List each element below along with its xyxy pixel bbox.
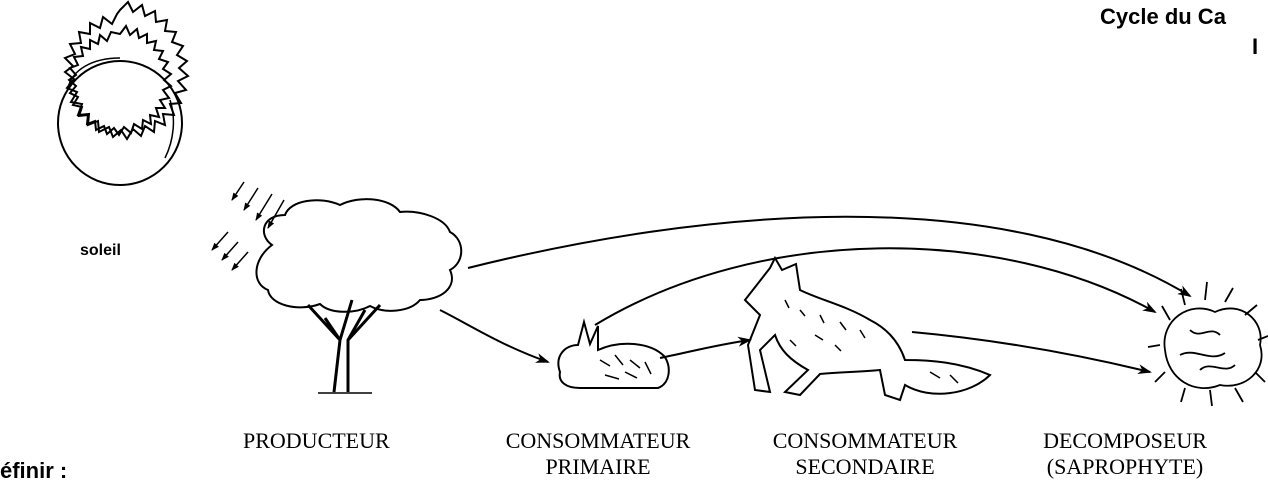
page-title: Cycle du Ca <box>1100 4 1226 29</box>
arrow-primary-to-decomposer <box>594 247 1157 326</box>
energy-flow-arrows <box>439 215 1192 375</box>
label-secondary-consumer-line2: SECONDAIRE <box>795 454 935 479</box>
tree-icon <box>255 198 463 394</box>
label-secondary-consumer: CONSOMMATEUR SECONDAIRE <box>740 428 990 480</box>
label-decomposer-line1: DECOMPOSEUR <box>1043 428 1207 453</box>
arrow-primary-to-secondary <box>659 336 752 359</box>
label-secondary-consumer-line1: CONSOMMATEUR <box>772 428 958 453</box>
definir-heading: éfinir : <box>0 458 68 483</box>
label-primary-consumer-line2: PRIMAIRE <box>545 454 651 479</box>
fox-icon <box>743 255 992 402</box>
label-producer: PRODUCTEUR <box>243 428 390 453</box>
label-primary-consumer-line1: CONSOMMATEUR <box>505 428 691 453</box>
arrow-secondary-to-decomposer <box>911 331 1152 375</box>
arrow-producer-to-decomposer <box>467 215 1192 298</box>
arrow-producer-to-primary <box>439 309 550 363</box>
label-decomposer: DECOMPOSEUR (SAPROPHYTE) <box>1010 428 1240 480</box>
rabbit-icon <box>557 318 670 389</box>
decomposer-icon <box>1147 281 1268 407</box>
label-primary-consumer: CONSOMMATEUR PRIMAIRE <box>478 428 718 480</box>
sunlight-rays <box>211 181 285 271</box>
page-subtitle: I <box>1252 34 1259 59</box>
sun-icon <box>57 0 190 186</box>
sun-label: soleil <box>80 242 121 259</box>
label-decomposer-line2: (SAPROPHYTE) <box>1046 454 1204 479</box>
